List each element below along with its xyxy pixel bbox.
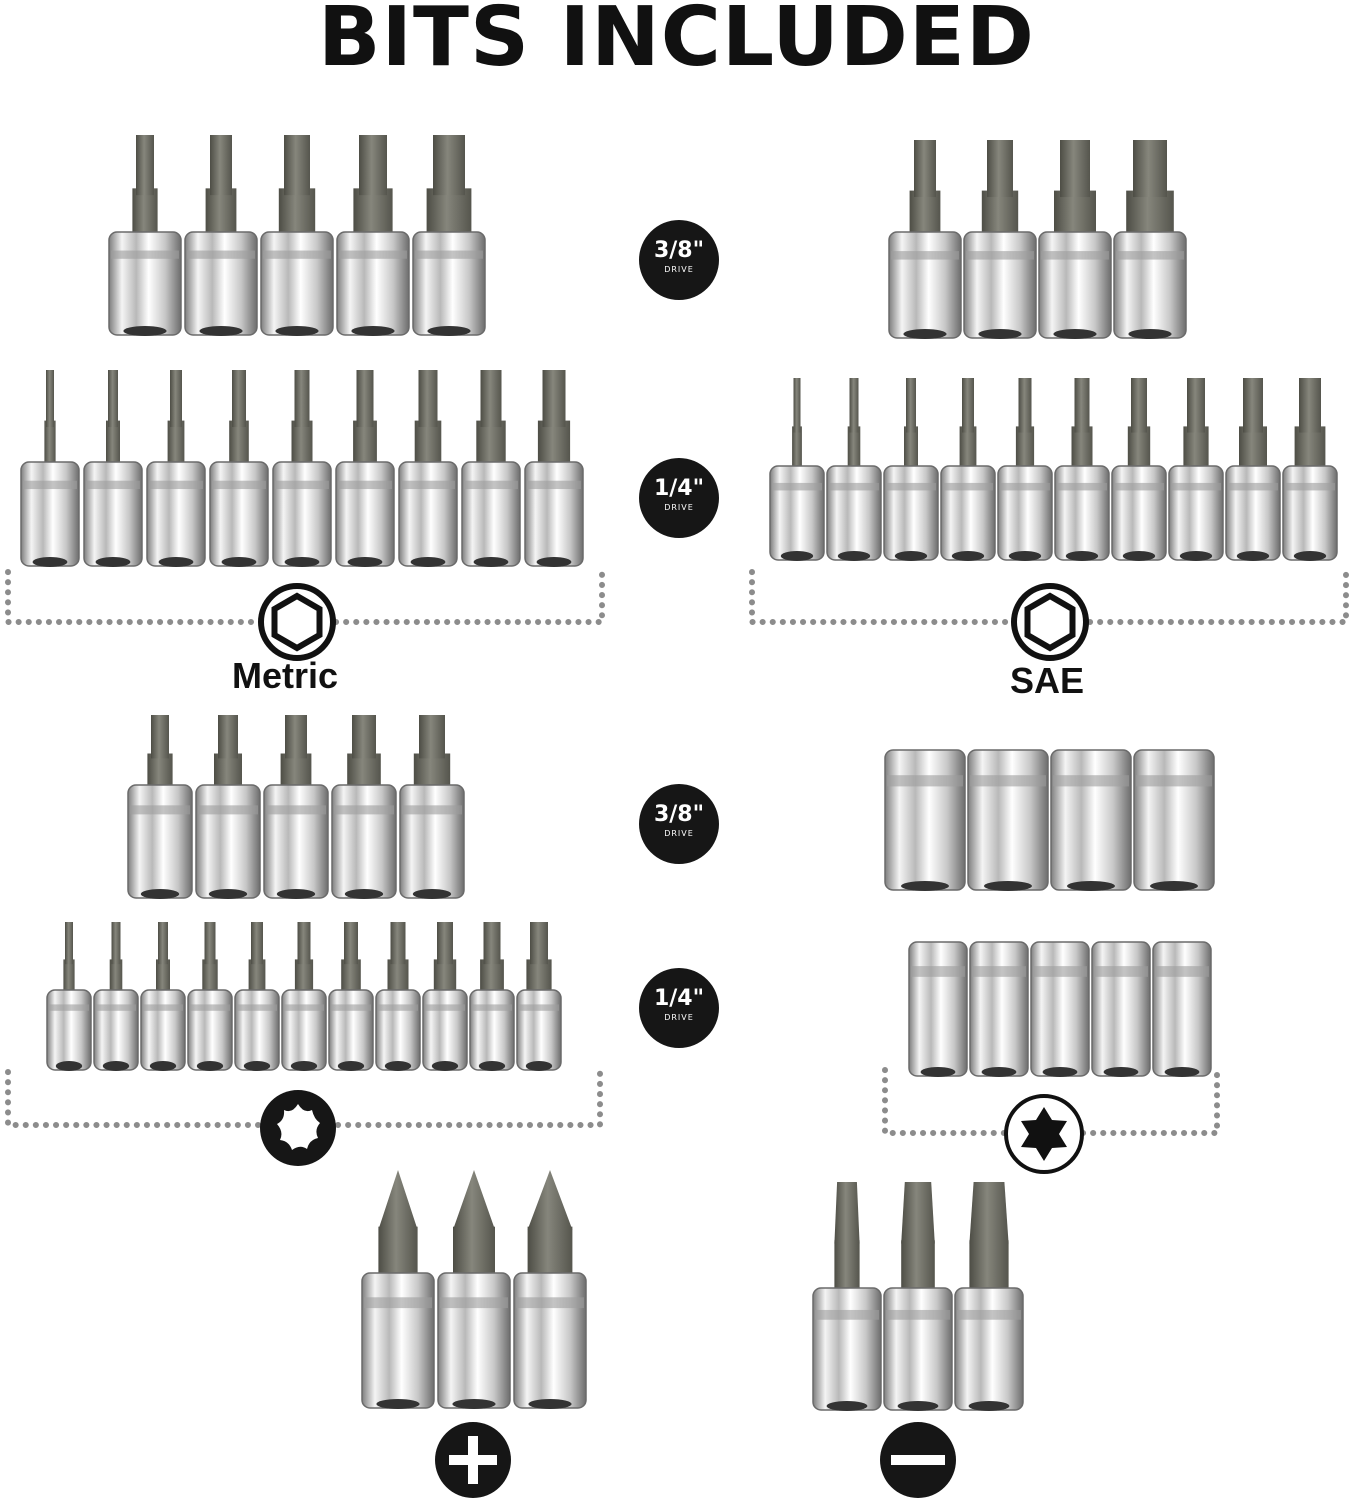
bit-socket bbox=[826, 378, 882, 561]
star-icon bbox=[1004, 1094, 1084, 1174]
bit-socket bbox=[272, 370, 332, 567]
bit-socket bbox=[997, 378, 1053, 561]
bit-socket bbox=[969, 941, 1029, 1077]
bit-socket bbox=[516, 922, 562, 1071]
bit-socket bbox=[187, 922, 233, 1071]
drive-badge-3-8: 3/8" DRIVE bbox=[639, 220, 719, 300]
torx-bracket bbox=[5, 1069, 603, 1128]
minus-icon bbox=[880, 1422, 956, 1498]
bit-socket bbox=[234, 922, 280, 1071]
badge-size: 1/4" bbox=[653, 476, 705, 501]
bit-socket bbox=[812, 1182, 882, 1411]
slotted-bits bbox=[812, 1182, 1024, 1411]
sae-bracket bbox=[749, 569, 1349, 625]
bit-socket bbox=[209, 370, 269, 567]
bit-socket bbox=[1030, 941, 1090, 1077]
bit-socket bbox=[46, 922, 92, 1071]
bit-socket bbox=[140, 922, 186, 1071]
phillips-bits bbox=[361, 1170, 587, 1409]
badge-drive: DRIVE bbox=[664, 265, 694, 274]
bit-socket bbox=[1225, 378, 1281, 561]
badge-size: 3/8" bbox=[653, 238, 705, 263]
page-title: BITS INCLUDED bbox=[318, 0, 1035, 85]
drive-badge-3-8: 3/8" DRIVE bbox=[639, 784, 719, 864]
bit-socket bbox=[1054, 378, 1110, 561]
metric-bracket bbox=[5, 569, 605, 625]
sae-hex-3-8-bits bbox=[888, 140, 1187, 339]
bit-socket bbox=[769, 378, 825, 561]
bit-socket bbox=[195, 715, 261, 899]
bit-socket bbox=[1168, 378, 1224, 561]
drive-badge-1-4: 1/4" DRIVE bbox=[639, 458, 719, 538]
bit-socket bbox=[461, 370, 521, 567]
bit-socket bbox=[967, 749, 1049, 891]
bit-socket bbox=[954, 1182, 1024, 1411]
bit-socket bbox=[1091, 941, 1151, 1077]
bit-socket bbox=[524, 370, 584, 567]
bit-socket bbox=[281, 922, 327, 1071]
bit-socket bbox=[908, 941, 968, 1077]
bit-socket bbox=[263, 715, 329, 899]
badge-size: 1/4" bbox=[653, 986, 705, 1011]
external-torx-bracket bbox=[882, 1067, 1220, 1136]
bit-socket bbox=[331, 715, 397, 899]
bit-socket bbox=[375, 922, 421, 1071]
bit-socket bbox=[361, 1170, 435, 1409]
bit-socket bbox=[146, 370, 206, 567]
external-torx-3-8-sockets bbox=[884, 749, 1215, 891]
bit-socket bbox=[1050, 749, 1132, 891]
bit-socket bbox=[437, 1170, 511, 1409]
plus-icon bbox=[435, 1422, 511, 1498]
sae-label: SAE bbox=[1010, 660, 1085, 701]
torx-1-4-bits bbox=[46, 922, 562, 1071]
bit-socket bbox=[422, 922, 468, 1071]
bit-socket bbox=[1133, 749, 1215, 891]
bit-socket bbox=[412, 135, 486, 336]
badge-drive: DRIVE bbox=[664, 829, 694, 838]
torx-icon bbox=[260, 1090, 336, 1166]
hexagon-icon bbox=[258, 583, 336, 661]
badge-size: 3/8" bbox=[653, 802, 705, 827]
bit-socket bbox=[1113, 140, 1187, 339]
metric-hex-1-4-bits bbox=[20, 370, 584, 567]
bit-socket bbox=[93, 922, 139, 1071]
bit-socket bbox=[335, 370, 395, 567]
bit-socket bbox=[883, 378, 939, 561]
bit-socket bbox=[1282, 378, 1338, 561]
bit-socket bbox=[83, 370, 143, 567]
bit-socket bbox=[336, 135, 410, 336]
bit-socket bbox=[184, 135, 258, 336]
bit-socket bbox=[260, 135, 334, 336]
metric-label: Metric bbox=[232, 655, 339, 696]
bit-socket bbox=[469, 922, 515, 1071]
badge-drive: DRIVE bbox=[664, 1013, 694, 1022]
bit-socket bbox=[127, 715, 193, 899]
metric-hex-3-8-bits bbox=[108, 135, 486, 336]
badge-drive: DRIVE bbox=[664, 503, 694, 512]
bit-socket bbox=[940, 378, 996, 561]
bit-socket bbox=[20, 370, 80, 567]
bit-socket bbox=[399, 715, 465, 899]
external-torx-1-4-sockets bbox=[908, 941, 1212, 1077]
bit-socket bbox=[963, 140, 1037, 339]
bit-socket bbox=[883, 1182, 953, 1411]
drive-badge-1-4: 1/4" DRIVE bbox=[639, 968, 719, 1048]
bit-socket bbox=[1038, 140, 1112, 339]
torx-3-8-bits bbox=[127, 715, 465, 899]
bit-socket bbox=[108, 135, 182, 336]
hexagon-icon bbox=[1011, 583, 1089, 661]
bit-socket bbox=[884, 749, 966, 891]
bit-socket bbox=[398, 370, 458, 567]
bit-socket bbox=[888, 140, 962, 339]
bit-socket bbox=[1152, 941, 1212, 1077]
bit-socket bbox=[1111, 378, 1167, 561]
bit-socket bbox=[328, 922, 374, 1071]
bit-socket bbox=[513, 1170, 587, 1409]
sae-hex-1-4-bits bbox=[769, 378, 1338, 561]
